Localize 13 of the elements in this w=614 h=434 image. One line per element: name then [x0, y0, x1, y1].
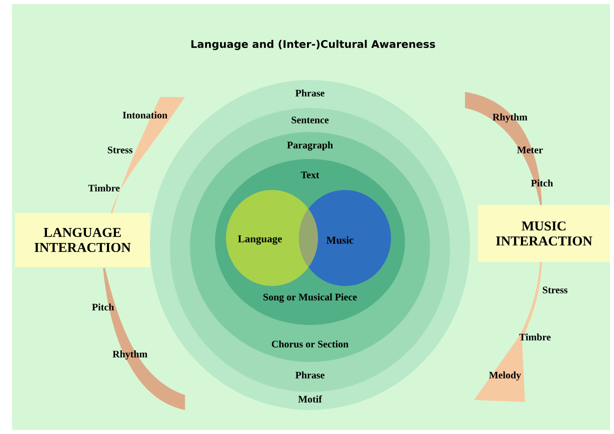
feature-label: Stress	[542, 286, 568, 294]
feature-label: Rhythm	[112, 350, 148, 360]
feature-label: Stress	[108, 146, 132, 154]
interaction-box: LANGUAGE INTERACTION	[15, 213, 150, 267]
feature-label: Timbre	[519, 333, 551, 340]
feature-label: Rhythm	[492, 113, 528, 123]
feature-label: Pitch	[531, 179, 553, 186]
feature-label: Pitch	[92, 303, 114, 310]
feature-label: Meter	[517, 146, 543, 154]
title: Language and (Inter-)Cultural Awareness	[191, 40, 436, 50]
feature-label: Melody	[489, 371, 522, 381]
feature-label: Timbre	[88, 184, 120, 192]
interaction-box: MUSIC INTERACTION	[478, 205, 610, 262]
